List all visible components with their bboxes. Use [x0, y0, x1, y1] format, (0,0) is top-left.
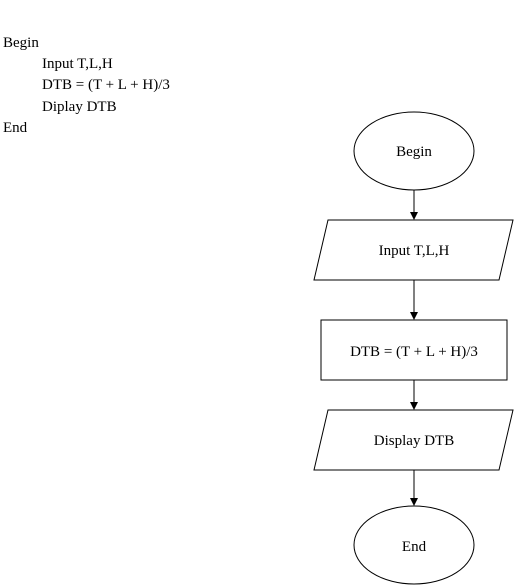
flowchart-process-node: DTB = (T + L + H)/3: [320, 319, 508, 381]
output-parallelogram: [313, 409, 514, 471]
process-label: DTB = (T + L + H)/3: [350, 344, 478, 360]
end-ellipse: [353, 505, 475, 585]
arrow-output-to-end: [410, 470, 418, 506]
pseudocode-end: End: [3, 120, 28, 136]
arrow-start-to-input: [410, 190, 418, 220]
pseudocode-input: Input T,L,H: [42, 56, 113, 72]
flowchart-input-node: Input T,L,H: [313, 219, 514, 281]
pseudocode-display: Diplay DTB: [42, 99, 117, 115]
start-label: Begin: [396, 144, 432, 160]
arrow-input-to-process: [410, 280, 418, 320]
pseudocode-compute: DTB = (T + L + H)/3: [42, 77, 170, 93]
input-label: Input T,L,H: [379, 243, 450, 259]
end-label: End: [402, 539, 427, 555]
flowchart-end-node: End: [353, 505, 475, 585]
output-label: Display DTB: [374, 433, 454, 449]
pseudocode-begin: Begin: [3, 35, 39, 51]
flowchart-output-node: Display DTB: [313, 409, 514, 471]
process-rectangle: [320, 319, 508, 381]
arrow-process-to-output: [410, 380, 418, 410]
flowchart-start-node: Begin: [353, 111, 475, 191]
input-parallelogram: [313, 219, 514, 281]
